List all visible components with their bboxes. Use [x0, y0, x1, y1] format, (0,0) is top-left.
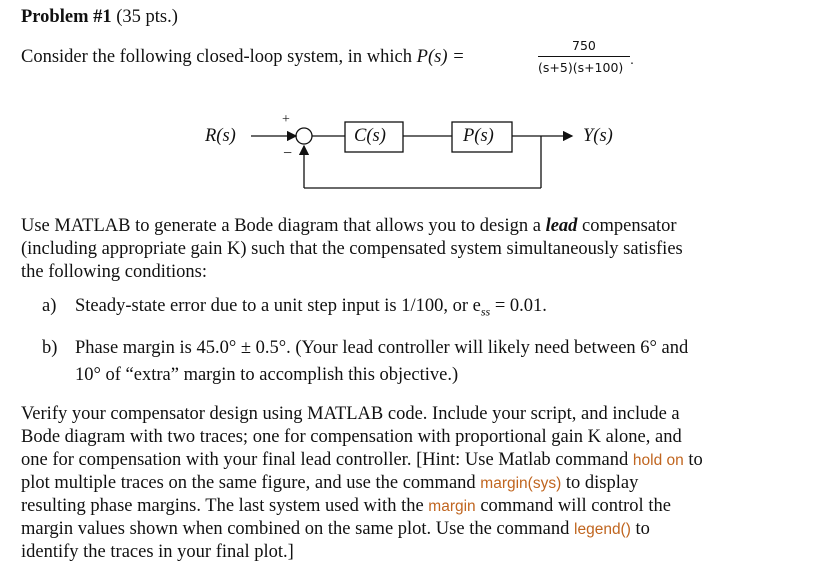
verify-line-7: identify the traces in your final plot.] [21, 542, 294, 562]
verify-text-5a: resulting phase margins. The last system… [21, 496, 424, 516]
verify-line-4: plot multiple traces on the same figure,… [21, 472, 638, 495]
transfer-lhs: P(s) = [416, 47, 465, 67]
condition-a-marker: a) [42, 296, 57, 316]
plant-label: P(s) [463, 126, 494, 146]
task-line-3: the following conditions: [21, 262, 208, 282]
condition-a-tail: = 0.01. [490, 296, 547, 316]
verify-text-4b: to display [565, 473, 639, 493]
problem-title: Problem #1 [21, 7, 112, 27]
output-label: Y(s) [583, 126, 613, 146]
problem-heading: Problem #1 (35 pts.) [21, 6, 178, 28]
fraction-bar [538, 56, 630, 57]
verify-line-3: one for compensation with your final lea… [21, 449, 703, 472]
intro-line: Consider the following closed-loop syste… [21, 46, 465, 68]
verify-text-6a: margin values shown when combined on the… [21, 519, 570, 539]
controller-block [344, 121, 404, 153]
verify-text-3b: to [688, 450, 703, 470]
tf-denominator: (s+5)(s+100) [538, 60, 624, 75]
plus-sign: + [282, 112, 290, 127]
input-label: R(s) [205, 126, 236, 146]
condition-b-continuation: 10° of “extra” margin to accomplish this… [75, 365, 459, 385]
task-text-1c: compensator [582, 216, 677, 236]
task-line-1: Use MATLAB to generate a Bode diagram th… [21, 215, 677, 237]
condition-a-subscript: ss [480, 304, 491, 319]
verify-line-2: Bode diagram with two traces; one for co… [21, 427, 682, 447]
task-text-1a: Use MATLAB to generate a Bode diagram th… [21, 216, 541, 236]
summing-junction [295, 127, 313, 145]
plant-block [451, 121, 513, 153]
tf-period: . [630, 52, 634, 67]
condition-b-marker: b) [42, 338, 58, 358]
code-legend: legend() [574, 521, 631, 538]
condition-a: Steady-state error due to a unit step in… [75, 295, 547, 323]
task-lead-word: lead [545, 216, 578, 236]
controller-label: C(s) [354, 126, 386, 146]
verify-line-5: resulting phase margins. The last system… [21, 495, 671, 518]
verify-text-3a: one for compensation with your final lea… [21, 450, 629, 470]
problem-points: (35 pts.) [116, 7, 178, 27]
verify-text-5b: command will control the [480, 496, 671, 516]
verify-line-1: Verify your compensator design using MAT… [21, 404, 680, 424]
verify-line-6: margin values shown when combined on the… [21, 518, 650, 541]
intro-text: Consider the following closed-loop syste… [21, 47, 413, 67]
verify-text-4a: plot multiple traces on the same figure,… [21, 473, 476, 493]
code-margin: margin [428, 498, 476, 515]
minus-sign: − [283, 145, 293, 162]
condition-a-text: Steady-state error due to a unit step in… [75, 296, 481, 316]
task-line-2: (including appropriate gain K) such that… [21, 239, 683, 259]
code-hold-on: hold on [632, 452, 684, 469]
verify-text-6b: to [635, 519, 650, 539]
tf-numerator: 750 [572, 38, 596, 53]
condition-b-text: Phase margin is 45.0° ± 0.5°. (Your lead… [75, 338, 689, 358]
code-margin-sys: margin(sys) [480, 475, 562, 492]
